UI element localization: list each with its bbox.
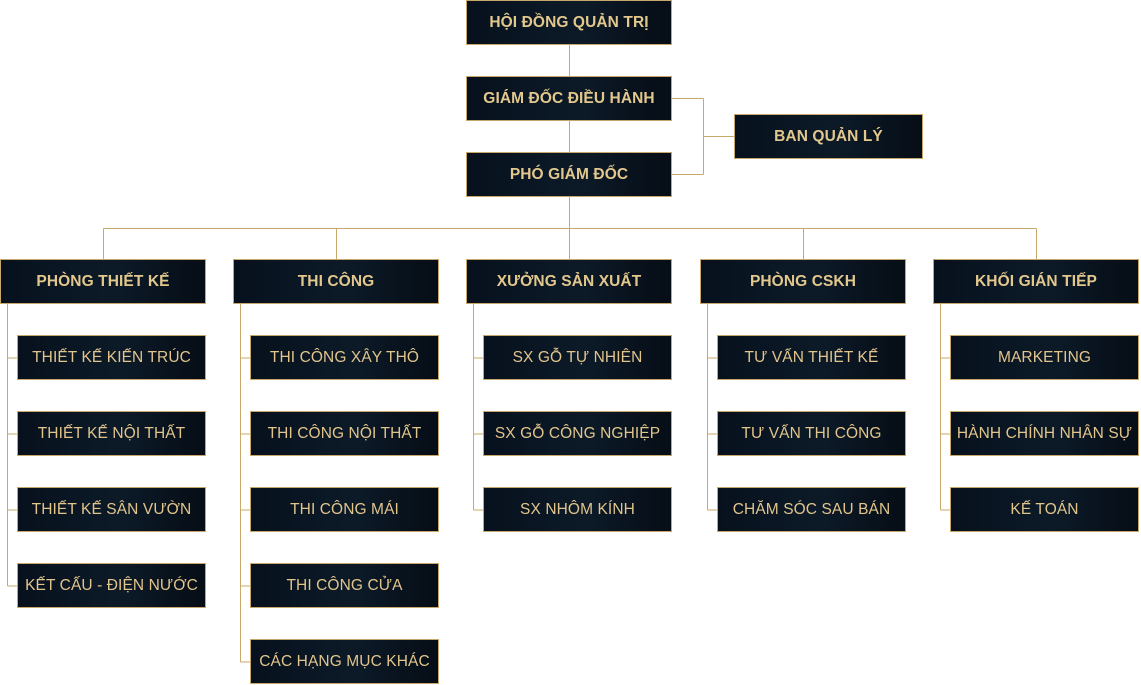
department-box: PHÒNG CSKH: [700, 259, 906, 304]
unit-box: MARKETING: [950, 335, 1139, 380]
department-box: KHỐI GIÁN TIẾP: [933, 259, 1139, 304]
unit-box: THIẾT KẾ SÂN VƯỜN: [17, 487, 206, 532]
unit-box: HÀNH CHÍNH NHÂN SỰ: [950, 411, 1139, 456]
unit-box: CÁC HẠNG MỤC KHÁC: [250, 639, 439, 684]
deputy-box: PHÓ GIÁM ĐỐC: [466, 152, 672, 197]
management-box: BAN QUẢN LÝ: [734, 114, 923, 159]
unit-box: TƯ VẤN THIẾT KẾ: [717, 335, 906, 380]
unit-box: KẾT CẤU - ĐIỆN NƯỚC: [17, 563, 206, 608]
unit-box: THIẾT KẾ NỘI THẤT: [17, 411, 206, 456]
unit-box: TƯ VẤN THI CÔNG: [717, 411, 906, 456]
board-box: HỘI ĐỒNG QUẢN TRỊ: [466, 0, 672, 45]
unit-box: THI CÔNG MÁI: [250, 487, 439, 532]
unit-box: THIẾT KẾ KIẾN TRÚC: [17, 335, 206, 380]
department-box: PHÒNG THIẾT KẾ: [0, 259, 206, 304]
department-box: THI CÔNG: [233, 259, 439, 304]
unit-box: SX NHÔM KÍNH: [483, 487, 672, 532]
ceo-box: GIÁM ĐỐC ĐIỀU HÀNH: [466, 76, 672, 121]
unit-box: THI CÔNG CỬA: [250, 563, 439, 608]
unit-box: THI CÔNG NỘI THẤT: [250, 411, 439, 456]
unit-box: THI CÔNG XÂY THÔ: [250, 335, 439, 380]
unit-box: KẾ TOÁN: [950, 487, 1139, 532]
unit-box: SX GỖ TỰ NHIÊN: [483, 335, 672, 380]
unit-box: CHĂM SÓC SAU BÁN: [717, 487, 906, 532]
department-box: XƯỞNG SẢN XUẤT: [466, 259, 672, 304]
unit-box: SX GỖ CÔNG NGHIỆP: [483, 411, 672, 456]
